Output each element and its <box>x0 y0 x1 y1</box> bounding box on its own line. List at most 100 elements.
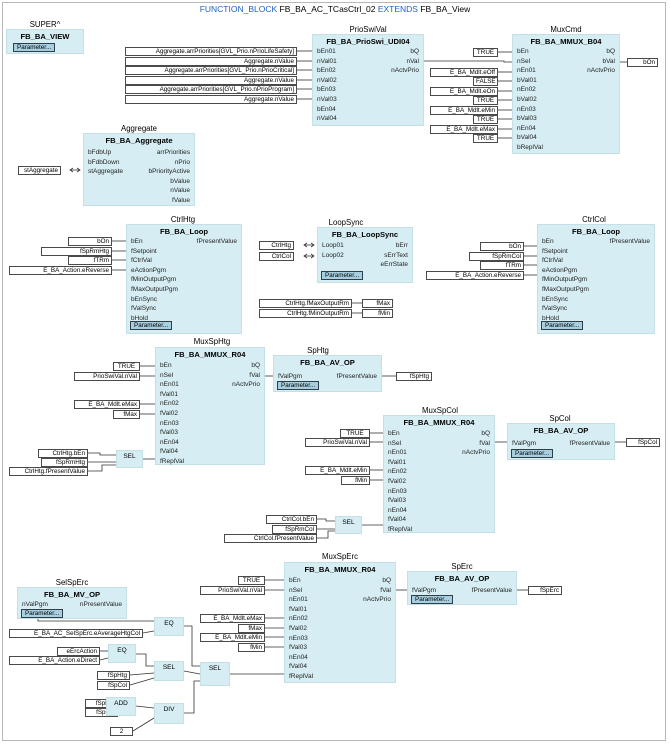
spcol-output-var[interactable]: fSpCol <box>626 438 660 447</box>
muxcmd-input-var[interactable]: TRUE <box>473 115 498 124</box>
super-block[interactable]: FB_BA_VIEW Parameter... <box>6 29 84 54</box>
spcol-parameter-button[interactable]: Parameter... <box>511 449 554 458</box>
muxspcol-input-pin: fReplVal <box>388 526 413 533</box>
ctrlcol-input-var[interactable]: fSpRmCol <box>469 252 524 261</box>
muxsperc-input-var[interactable]: PrioSwiVal.nVal <box>200 586 265 595</box>
muxspcol-input-var[interactable]: PrioSwiVal.nVal <box>305 438 370 447</box>
selsperc-input-var[interactable]: fSpCol <box>97 681 130 690</box>
prioswival-input-var[interactable]: Aggregate.nValue <box>125 57 297 66</box>
muxsphtg-sel-input-var[interactable]: fSpRmHtg <box>41 458 88 467</box>
loopsync-input-var[interactable]: CtrlHtg <box>259 241 294 250</box>
muxspcol-output-pin: bQ <box>481 430 490 437</box>
muxsperc-input-var[interactable]: fMax <box>238 624 265 633</box>
prioswival-input-var[interactable]: Aggregate.arrPriorities[GVL_Prio.nPrioLi… <box>125 47 297 56</box>
div-block[interactable]: DIV <box>154 703 184 724</box>
sphtg-block[interactable]: FB_BA_AV_OP fValPgm fPresentValue Parame… <box>273 355 382 392</box>
muxcmd-input-var[interactable]: TRUE <box>473 48 498 57</box>
muxsperc-input-var[interactable]: TRUE <box>238 576 265 585</box>
selsperc-input-var[interactable]: eErcAction <box>57 647 100 656</box>
muxsphtg-input-pin: fVal02 <box>160 410 178 417</box>
muxsperc-input-var[interactable]: fMin <box>238 643 265 652</box>
muxcmd-output-var[interactable]: bOn <box>627 58 658 67</box>
muxsphtg-input-var[interactable]: TRUE <box>113 362 140 371</box>
selsperc-input-var[interactable]: E_BA_AC_SelSpErc.eAverageHtgCol <box>9 629 143 638</box>
selsperc-block[interactable]: FB_BA_MV_OP nValPgm nPresentValue Parame… <box>17 587 127 619</box>
spcol-block[interactable]: FB_BA_AV_OP fValPgm fPresentValue Parame… <box>507 423 615 460</box>
eq-block-1[interactable]: EQ <box>154 617 184 636</box>
muxsphtg-sel-input-var[interactable]: CtrlHtg.bEn <box>38 449 88 458</box>
max-min-source-var[interactable]: CtrlHtg.fMinOutputRm <box>259 309 352 318</box>
muxsphtg-sel-input-var[interactable]: CtrlHtg.fPresentValue <box>9 467 88 476</box>
sperc-output-var[interactable]: fSpErc <box>528 586 562 595</box>
super-parameter-button[interactable]: Parameter... <box>13 43 56 52</box>
eq-block-2[interactable]: EQ <box>108 644 136 663</box>
muxsperc-output-pin: bQ <box>382 577 391 584</box>
muxsperc-input-pin: fVal03 <box>289 644 307 652</box>
muxspcol-input-pin: fVal04 <box>388 516 406 524</box>
muxspcol-input-var[interactable]: E_BA_Mdlt.eMin <box>305 466 370 475</box>
muxcmd-input-var[interactable]: E_BA_Mdlt.eOff <box>430 68 498 77</box>
muxspcol-input-var[interactable]: TRUE <box>340 429 370 438</box>
sel-block-2[interactable]: SEL <box>200 662 230 686</box>
muxcmd-input-var[interactable]: E_BA_Mdlt.eOn <box>430 87 498 96</box>
muxsperc-input-pin: nEn04 <box>289 653 308 661</box>
add-block[interactable]: ADD <box>106 697 136 716</box>
muxsperc-input-var[interactable]: E_BA_Mdlt.eMax <box>200 614 265 623</box>
sphtg-parameter-button[interactable]: Parameter... <box>277 381 320 390</box>
muxspcol-input-var[interactable]: fMin <box>341 476 370 485</box>
muxcmd-input-var[interactable]: E_BA_Mdlt.eMin <box>430 106 498 115</box>
muxspcol-sel-block[interactable]: SEL <box>335 516 362 534</box>
loopsync-parameter-button[interactable]: Parameter... <box>321 271 364 280</box>
prioswival-input-var[interactable]: Aggregate.nValue <box>125 76 297 85</box>
ctrlcol-input-var[interactable]: bOn <box>480 242 524 251</box>
prioswival-input-var[interactable]: Aggregate.arrPriorities[GVL_Prio.nPrioCr… <box>125 66 297 75</box>
ctrlhtg-parameter-button[interactable]: Parameter... <box>130 321 173 330</box>
selsperc-input-var[interactable]: fSpHtg <box>97 671 130 680</box>
muxsphtg-sel-block[interactable]: SEL <box>116 450 143 468</box>
max-min-target-var[interactable]: fMax <box>362 299 393 308</box>
ctrlhtg-input-var[interactable]: fTRm <box>68 256 112 265</box>
ctrlcol-input-var[interactable]: E_BA_Action.eReverse <box>426 271 524 280</box>
ctrlhtg-input-var[interactable]: E_BA_Action.eReverse <box>9 266 112 275</box>
loopsync-input-var[interactable]: CtrlCol <box>259 252 294 261</box>
muxsphtg-input-var[interactable]: fMax <box>113 410 140 419</box>
muxcmd-input-var[interactable]: TRUE <box>473 134 498 143</box>
muxcmd-input-var[interactable]: E_BA_Mdlt.eMax <box>430 125 498 134</box>
muxspcol-sel-input-var[interactable]: fSpRmCol <box>272 525 317 534</box>
muxsphtg-input-var[interactable]: PrioSwiVal.nVal <box>74 372 140 381</box>
selsperc-parameter-button[interactable]: Parameter... <box>21 609 64 618</box>
prioswival-input-var[interactable]: Aggregate.arrPriorities[GVL_Prio.nPrioPr… <box>125 85 297 94</box>
muxcmd-input-var[interactable]: TRUE <box>473 96 498 105</box>
ctrlcol-input-pin: bEn <box>542 238 554 245</box>
muxcmd-input-var[interactable]: FALSE <box>473 77 498 86</box>
muxsperc-input-var[interactable]: E_BA_Mdlt.eMin <box>200 633 265 642</box>
sphtg-output-var[interactable]: fSpHtg <box>396 372 432 381</box>
ctrlcol-input-var[interactable]: fTRm <box>480 261 524 270</box>
aggregate-input-var[interactable]: stAggregate <box>18 166 61 175</box>
sperc-output-pin: fPresentValue <box>471 587 512 594</box>
ctrlhtg-input-var[interactable]: fSpRmHtg <box>41 247 112 256</box>
selsperc-input-var[interactable]: 2 <box>110 727 133 736</box>
sperc-parameter-button[interactable]: Parameter... <box>411 595 454 604</box>
muxsperc-input-pin: fVal01 <box>289 605 307 613</box>
sperc-block[interactable]: FB_BA_AV_OP fValPgm fPresentValue Parame… <box>407 571 517 605</box>
muxspcol-sel-input-var[interactable]: CtrlCol.fPresentValue <box>224 534 317 543</box>
max-min-source-var[interactable]: CtrlHtg.fMaxOutputRm <box>259 299 352 308</box>
ctrlhtg-input-var[interactable]: bOn <box>68 237 112 246</box>
max-min-target-var[interactable]: fMin <box>362 309 393 318</box>
muxsphtg-input-var[interactable]: E_BA_Mdlt.eMax <box>74 400 140 409</box>
muxspcol-sel-input-var[interactable]: CtrlCol.bEn <box>266 515 317 524</box>
selsperc-input-var[interactable]: E_BA_Action.eDirect <box>9 656 100 665</box>
sel-block-1[interactable]: SEL <box>154 661 184 681</box>
prioswival-input-var[interactable]: Aggregate.nValue <box>125 95 297 104</box>
ctrlcol-parameter-button[interactable]: Parameter... <box>541 321 584 330</box>
